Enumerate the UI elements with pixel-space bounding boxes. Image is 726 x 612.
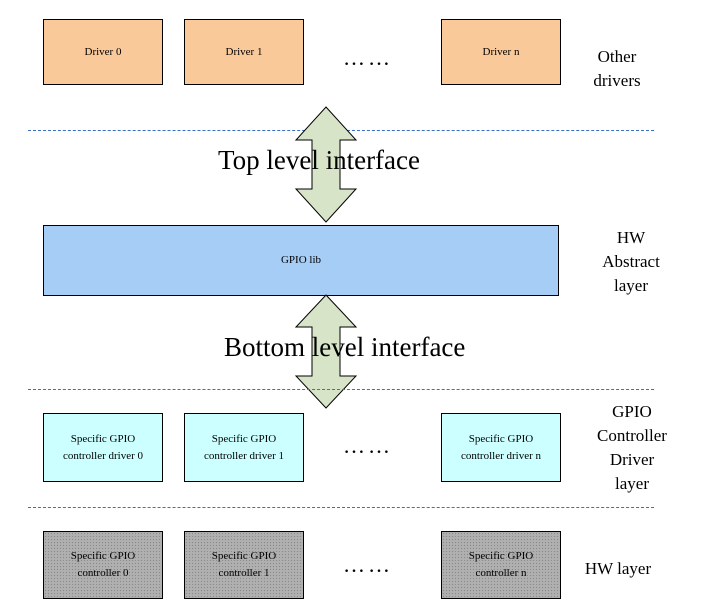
driver-n-box: Driver n [441,19,561,85]
divider-bottom [28,507,654,508]
controller-1-box: Specific GPIO controller 1 [184,531,304,599]
controller-0-box: Specific GPIO controller 0 [43,531,163,599]
hw-abstract-layer-label: HW Abstract layer [602,228,660,295]
controller-n-box: Specific GPIO controller n [441,531,561,599]
drivers-ellipsis: …… [343,45,393,70]
bottom-interface-arrow [294,294,358,409]
bottom-level-interface-label: Bottom level interface [224,332,466,362]
driver-1-box: Driver 1 [184,19,304,85]
controller-driver-n-box: Specific GPIO controller driver n [441,413,561,482]
top-interface-arrow [294,106,358,223]
gpio-lib-box: GPIO lib [43,225,559,296]
top-level-interface-label: Top level interface [218,145,420,175]
hw-layer-label: HW layer [584,559,652,578]
gpio-controller-driver-layer-label: GPIO Controller Driver layer [597,402,667,493]
controller-driver-0-box: Specific GPIO controller driver 0 [43,413,163,482]
controller-drivers-ellipsis: …… [343,433,393,458]
driver-0-box: Driver 0 [43,19,163,85]
hw-ellipsis: …… [343,552,393,577]
controller-driver-1-box: Specific GPIO controller driver 1 [184,413,304,482]
other-drivers-label: Other drivers [593,47,641,90]
divider-middle [28,389,654,390]
